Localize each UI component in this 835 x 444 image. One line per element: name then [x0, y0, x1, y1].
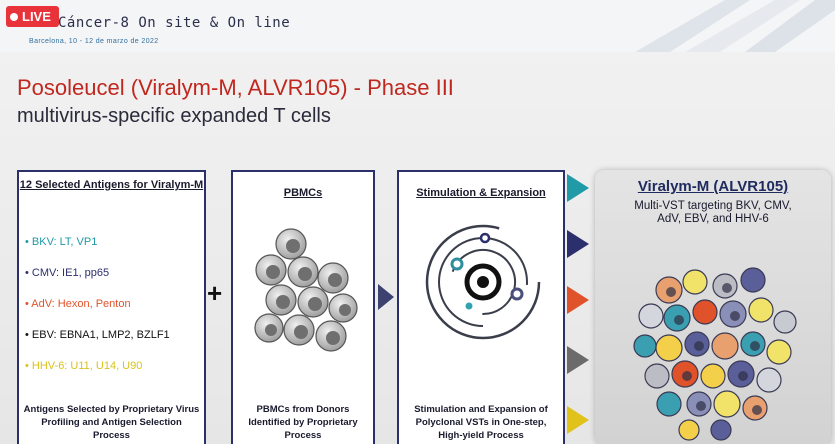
flow-arrow-icon — [378, 284, 394, 310]
slide-title: Posoleucel (Viralym-M, ALVR105) - Phase … — [17, 75, 454, 100]
t-cell-cluster-icon — [633, 267, 797, 441]
antigens-heading: 12 Selected Antigens for Viralym-M — [19, 179, 204, 191]
antigen-item: • CMV: IE1, pp65 — [25, 267, 110, 279]
viralym-subheading: Multi-VST targeting BKV, CMV, AdV, EBV, … — [634, 200, 792, 225]
pbmc-footer: PBMCs from Donors Identified by Propriet… — [248, 404, 358, 441]
live-dot-icon — [10, 12, 18, 21]
event-title: Cáncer-8 On site & On line — [58, 15, 291, 31]
live-badge[interactable]: LIVE — [6, 6, 59, 27]
antigen-item: • AdV: Hexon, Penton — [25, 298, 131, 310]
live-label: LIVE — [22, 9, 51, 24]
viralym-box: Viralym-M (ALVR105) Multi-VST targeting … — [595, 170, 831, 444]
antigens-footer: Antigens Selected by Proprietary Virus P… — [23, 404, 200, 441]
antigens-box: 12 Selected Antigens for Viralym-M • BKV… — [17, 170, 206, 444]
stimulation-heading: Stimulation & Expansion — [416, 187, 546, 199]
plus-sign: + — [207, 278, 223, 308]
antigen-item: • HHV-6: U11, U14, U90 — [25, 360, 143, 372]
stimulation-box: Stimulation & Expansion Stimulation and … — [397, 170, 565, 444]
event-header: Cáncer-8 On site & On line Barcelona, 10… — [0, 0, 835, 52]
stimulation-footer: Stimulation and Expansion of Polyclonal … — [414, 404, 548, 441]
antigen-item: • BKV: LT, VP1 — [25, 236, 98, 248]
pbmc-heading: PBMCs — [283, 187, 323, 199]
colored-arrows — [567, 174, 589, 434]
viralym-heading: Viralym-M (ALVR105) — [637, 178, 789, 195]
expansion-icon — [425, 224, 541, 340]
slide-subtitle: multivirus-specific expanded T cells — [17, 105, 331, 127]
event-subtitle: Barcelona, 10 - 12 de marzo de 2022 — [29, 38, 159, 45]
slide: Posoleucel (Viralym-M, ALVR105) - Phase … — [0, 52, 835, 444]
pbmc-cells-icon — [254, 228, 358, 352]
decorative-streaks — [635, 0, 835, 52]
pbmc-box: PBMCs — [231, 170, 375, 444]
antigen-item: • EBV: EBNA1, LMP2, BZLF1 — [25, 329, 170, 341]
